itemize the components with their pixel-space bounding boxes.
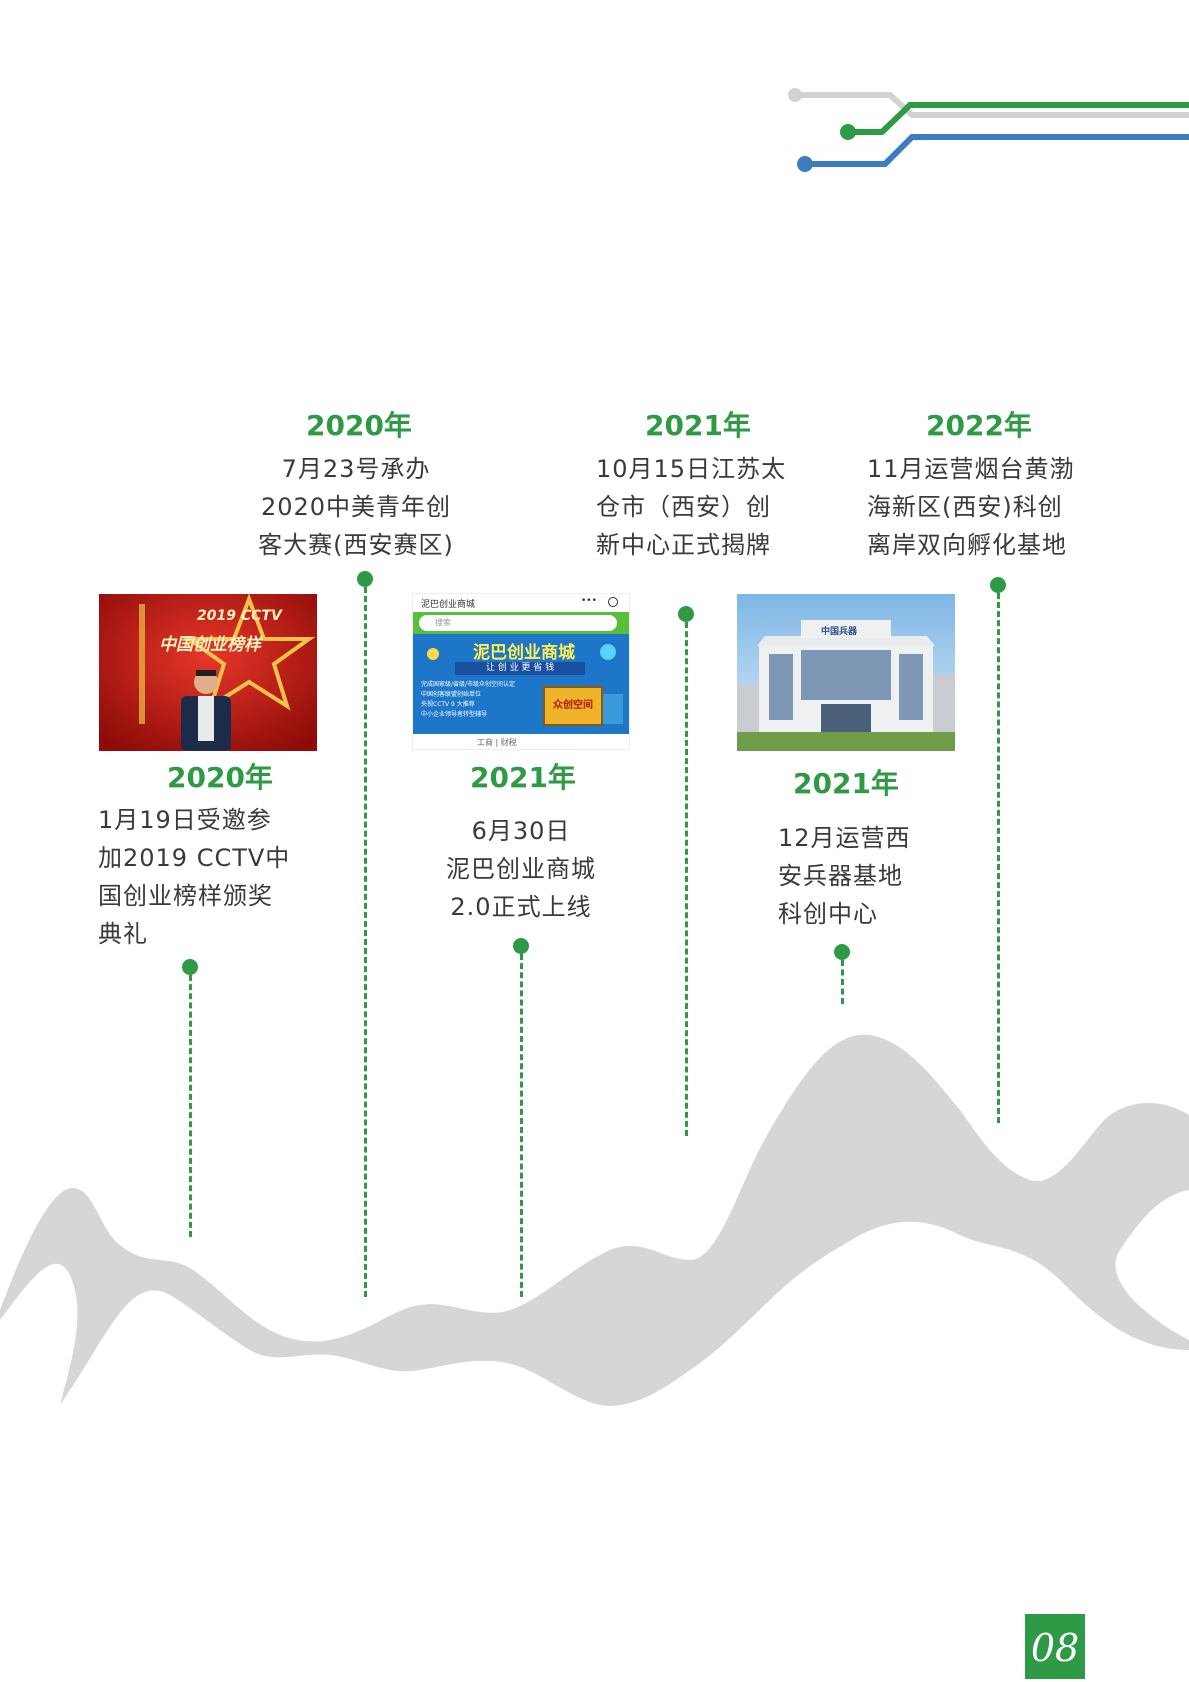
- event-3-line-1: 6月30日: [471, 817, 571, 845]
- page-number: 08: [1025, 1614, 1085, 1679]
- banner-badge: 众创空间: [543, 686, 603, 726]
- event-6-year: 2022年: [926, 409, 1032, 442]
- event-6-timeline-line: [997, 593, 1000, 1123]
- event-5-description: 12月运营西 安兵器基地 科创中心: [778, 819, 911, 933]
- event-1-line-2: 加2019 CCTV中: [98, 844, 291, 872]
- banner-subtitle: 让 创 业 更 省 钱: [455, 662, 585, 675]
- event-4-line-3: 新中心正式揭牌: [596, 531, 771, 559]
- app-title: 泥巴创业商城: [421, 600, 476, 610]
- event-3-year: 2021年: [470, 761, 576, 794]
- event-5-timeline-line: [841, 960, 844, 1004]
- award-sign: 中国创业榜样: [159, 635, 261, 655]
- photo-cctv-award: 2019 CCTV 中国创业榜样: [99, 594, 317, 751]
- building-sign: 中国兵器: [821, 627, 858, 637]
- app-banner: 泥巴创业商城 让 创 业 更 省 钱 完成国家级/省级/市级众创空间认定 中国创…: [413, 634, 629, 734]
- event-2-year: 2020年: [306, 409, 412, 442]
- event-4-description: 10月15日江苏太 仓市（西安）创 新中心正式揭牌: [596, 450, 786, 564]
- photo-mall-app: 泥巴创业商城 ••• 搜索 泥巴创业商城 让 创 业 更 省 钱 完成国家级/省…: [412, 593, 630, 750]
- event-6-line-2: 海新区(西安)科创: [867, 493, 1063, 521]
- event-3-timeline-line: [520, 954, 523, 1297]
- event-4-year: 2021年: [645, 409, 751, 442]
- banner-lines: 完成国家级/省级/市级众创空间认定 中国创客联盟创始单位 央视CCTV 9 大推…: [421, 680, 515, 720]
- event-3-line-3: 2.0正式上线: [450, 893, 592, 921]
- event-1-line-1: 1月19日受邀参: [98, 806, 272, 834]
- event-1-line-4: 典礼: [98, 920, 148, 948]
- banner-line-4: 中小企业领导者转型辅导: [421, 711, 488, 718]
- app-menu-dots: •••: [581, 596, 597, 606]
- event-4-line-2: 仓市（西安）创: [596, 493, 771, 521]
- event-1-description: 1月19日受邀参 加2019 CCTV中 国创业榜样颁奖 典礼: [98, 801, 290, 953]
- event-2-line-2: 2020中美青年创: [260, 493, 452, 521]
- event-2-description: 7月23号承办 2020中美青年创 客大赛(西安赛区): [240, 450, 472, 564]
- event-3-description: 6月30日 泥巴创业商城 2.0正式上线: [410, 812, 632, 926]
- banner-line-2: 中国创客联盟创始单位: [421, 691, 482, 698]
- circuit-lines-decoration: [788, 88, 1189, 172]
- banner-title: 泥巴创业商城: [473, 643, 575, 663]
- app-footer: 工商 | 财税: [477, 738, 517, 747]
- event-2-line-1: 7月23号承办: [281, 455, 431, 483]
- app-close-icon: [608, 597, 618, 607]
- event-2-line-3: 客大赛(西安赛区): [258, 531, 454, 559]
- event-6-timeline-dot: [990, 577, 1006, 593]
- building-illustration: [737, 594, 955, 751]
- banner-line-1: 完成国家级/省级/市级众创空间认定: [421, 681, 516, 688]
- event-4-timeline-dot: [678, 606, 694, 622]
- event-5-line-3: 科创中心: [778, 900, 878, 928]
- event-2-timeline-line: [364, 587, 367, 1297]
- app-search-bar: 搜索: [413, 612, 629, 634]
- mountain-silhouette: [0, 1034, 1189, 1406]
- event-1-timeline-dot: [182, 959, 198, 975]
- event-6-description: 11月运营烟台黄渤 海新区(西安)科创 离岸双向孵化基地: [867, 450, 1075, 564]
- event-1-year: 2020年: [167, 761, 273, 794]
- photo-weapons-building: 中国兵器: [737, 594, 955, 751]
- event-2-timeline-dot: [357, 571, 373, 587]
- cctv-award-illustration: [99, 594, 317, 751]
- search-input: 搜索: [419, 615, 617, 631]
- event-1-line-3: 国创业榜样颁奖: [98, 882, 273, 910]
- event-1-timeline-line: [189, 975, 192, 1237]
- event-5-timeline-dot: [834, 944, 850, 960]
- event-6-line-3: 离岸双向孵化基地: [867, 531, 1067, 559]
- event-3-timeline-dot: [513, 938, 529, 954]
- event-5-line-1: 12月运营西: [778, 824, 911, 852]
- event-6-line-1: 11月运营烟台黄渤: [867, 455, 1075, 483]
- award-sign-year: 2019 CCTV: [197, 608, 282, 624]
- search-placeholder: 搜索: [435, 618, 451, 627]
- banner-line-3: 央视CCTV 9 大推荐: [421, 701, 475, 708]
- event-4-line-1: 10月15日江苏太: [596, 455, 787, 483]
- event-5-year: 2021年: [793, 767, 899, 800]
- event-4-timeline-line: [685, 622, 688, 1136]
- event-3-line-2: 泥巴创业商城: [446, 855, 596, 883]
- event-5-line-2: 安兵器基地: [778, 862, 903, 890]
